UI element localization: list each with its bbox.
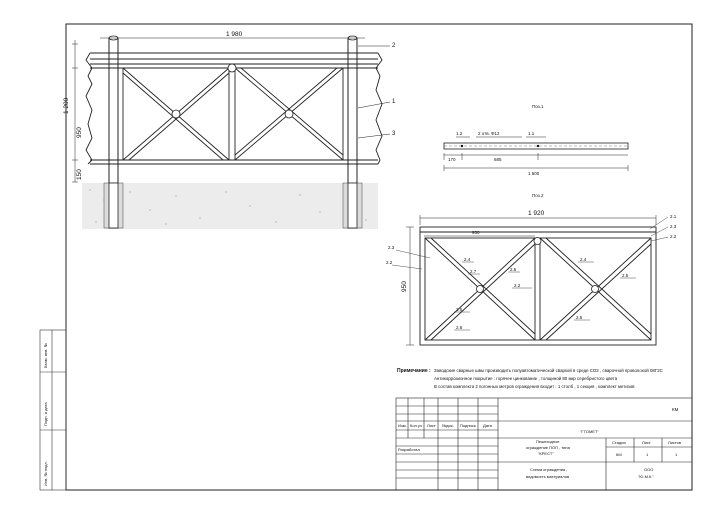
pos1-dim-685: 685 xyxy=(494,157,502,162)
pos2-dim-930: 930 xyxy=(472,230,480,235)
tb-col-kol: Кол.уч xyxy=(410,423,422,428)
callout-2: 2 xyxy=(392,43,396,49)
tb-stage-h: Стадия xyxy=(612,440,626,445)
callout-3: 3 xyxy=(392,131,396,137)
ground-area xyxy=(82,183,378,229)
tb-org-1: ООО xyxy=(644,467,653,472)
pos2-label-2-5c: 2.5 xyxy=(576,315,583,320)
pos1-dim-170: 170 xyxy=(448,157,456,162)
dim-total-height: 1 200 xyxy=(63,97,70,114)
pos2-detail: Поз.2 1 920 930 950 xyxy=(386,193,677,346)
pos2-label-2-2-left: 2.2 xyxy=(386,260,393,265)
notes-line-2: Антикоррозионное покрытие : горячее цинк… xyxy=(434,376,618,381)
notes-heading: Примечание : xyxy=(397,368,431,374)
tb-product-2: ограждение ПОП , типа xyxy=(526,445,571,450)
pos2-dim-height: 950 xyxy=(401,281,408,292)
tb-sheet-h: Лист xyxy=(642,440,651,445)
margin-label-a: Взам. инв. № xyxy=(43,343,48,368)
tb-sheets-h: Листов xyxy=(668,440,681,445)
sheet-frame xyxy=(65,23,693,491)
tb-sheets-v: 1 xyxy=(675,452,678,457)
pos2-label-2-5a: 2.5 xyxy=(510,267,517,272)
pos2-label-2-2c: 2.2 xyxy=(514,283,521,288)
pos2-label-2-4a: 2.4 xyxy=(464,257,471,262)
dim-bottom: 150 xyxy=(76,169,83,180)
pos1-label-1-2: 1.2 xyxy=(456,131,463,136)
tb-org-2: "Ю.М.К." xyxy=(638,474,654,479)
pos1-detail: Поз.1 1.2 2 отв. Ф12 1.1 170 685 1 500 xyxy=(443,104,629,176)
pos2-label-2-3-right: 2.3 xyxy=(670,224,677,229)
binding-margin xyxy=(39,329,67,491)
tb-sheet-v: 1 xyxy=(646,452,649,457)
tb-product-1: Пешеходное xyxy=(536,439,560,444)
dim-panel-height: 950 xyxy=(76,127,83,138)
tb-developed: Разработал xyxy=(398,447,420,452)
tb-stage-v: КМ xyxy=(616,452,622,457)
pos2-label-2-1: 2.1 xyxy=(670,214,677,219)
dim-total-width: 1 980 xyxy=(226,31,243,38)
tb-col-list: Лист xyxy=(427,423,436,428)
pos2-label-2-7: 2.7 xyxy=(470,269,477,274)
pos1-title: Поз.1 xyxy=(532,104,544,109)
notes-line-3: В состав комплекта 2 погонных метров огр… xyxy=(434,384,635,389)
pos2-label-2-4b: 2.4 xyxy=(580,257,587,262)
margin-label-b: Подп. и дата xyxy=(43,402,48,426)
pos1-label-1-1: 1.1 xyxy=(528,131,535,136)
tb-col-izm: Изм. xyxy=(398,423,407,428)
pos1-dim-1500: 1 500 xyxy=(528,171,540,176)
pos2-title: Поз.2 xyxy=(532,193,544,198)
tb-code: КМ xyxy=(672,407,679,412)
tb-col-date: Дата xyxy=(483,423,493,428)
fence-elevation: 1 980 1 200 950 150 2 1 3 xyxy=(63,31,396,229)
tb-col-doc: №док. xyxy=(442,423,454,428)
notes-line-1: Заводские сварные швы производить полуав… xyxy=(434,368,663,373)
pos2-label-2-5d: 2.5 xyxy=(456,307,463,312)
tb-drawing-2: ведомость материалов xyxy=(526,474,569,479)
pos1-holes: 2 отв. Ф12 xyxy=(478,131,500,136)
pos2-label-2-2-right: 2.2 xyxy=(670,234,677,239)
tb-drawing-1: Схема ограждения , xyxy=(530,467,567,472)
pos2-dim-width: 1 920 xyxy=(528,210,545,217)
pos2-label-2-5b: 2.5 xyxy=(622,273,629,278)
margin-label-c: Инв. № подл. xyxy=(43,461,48,486)
tb-col-sign: Подпись xyxy=(460,423,476,428)
pos2-label-2-6: 2.6 xyxy=(456,325,463,330)
notes: Примечание : Заводские сварные швы произ… xyxy=(397,368,663,389)
callout-1: 1 xyxy=(392,99,396,105)
title-block xyxy=(395,397,693,491)
pos2-label-2-3-left: 2.3 xyxy=(388,245,395,250)
tb-object: "ГТОМЕТ" xyxy=(580,429,599,434)
tb-product-3: "КРЕСТ" xyxy=(538,451,554,456)
